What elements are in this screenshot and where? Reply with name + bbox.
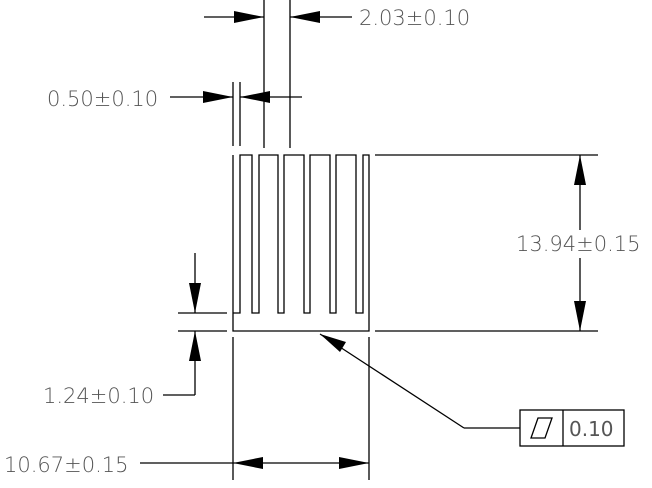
width-label: 10.67±0.15	[4, 453, 128, 477]
heatsink-profile	[232, 154, 370, 332]
fin-pitch-label: 2.03±0.10	[359, 6, 470, 30]
base-thickness-label: 1.24±0.10	[43, 384, 154, 408]
base-thickness-dimension: 1.24±0.10	[43, 253, 227, 408]
feature-control-frame	[519, 409, 625, 447]
fin-thickness-label: 0.50±0.10	[47, 87, 158, 111]
fin-pitch-dimension: 2.03±0.10	[204, 0, 470, 148]
height-label: 13.94±0.15	[516, 232, 640, 256]
flatness-callout: 0.10	[319, 333, 625, 447]
flatness-icon	[530, 417, 553, 439]
height-dimension: 13.94±0.15	[375, 154, 640, 332]
fin-thickness-dimension: 0.50±0.10	[47, 82, 302, 146]
flatness-tolerance-label: 0.10	[569, 417, 614, 441]
width-dimension: 10.67±0.15	[4, 337, 370, 480]
